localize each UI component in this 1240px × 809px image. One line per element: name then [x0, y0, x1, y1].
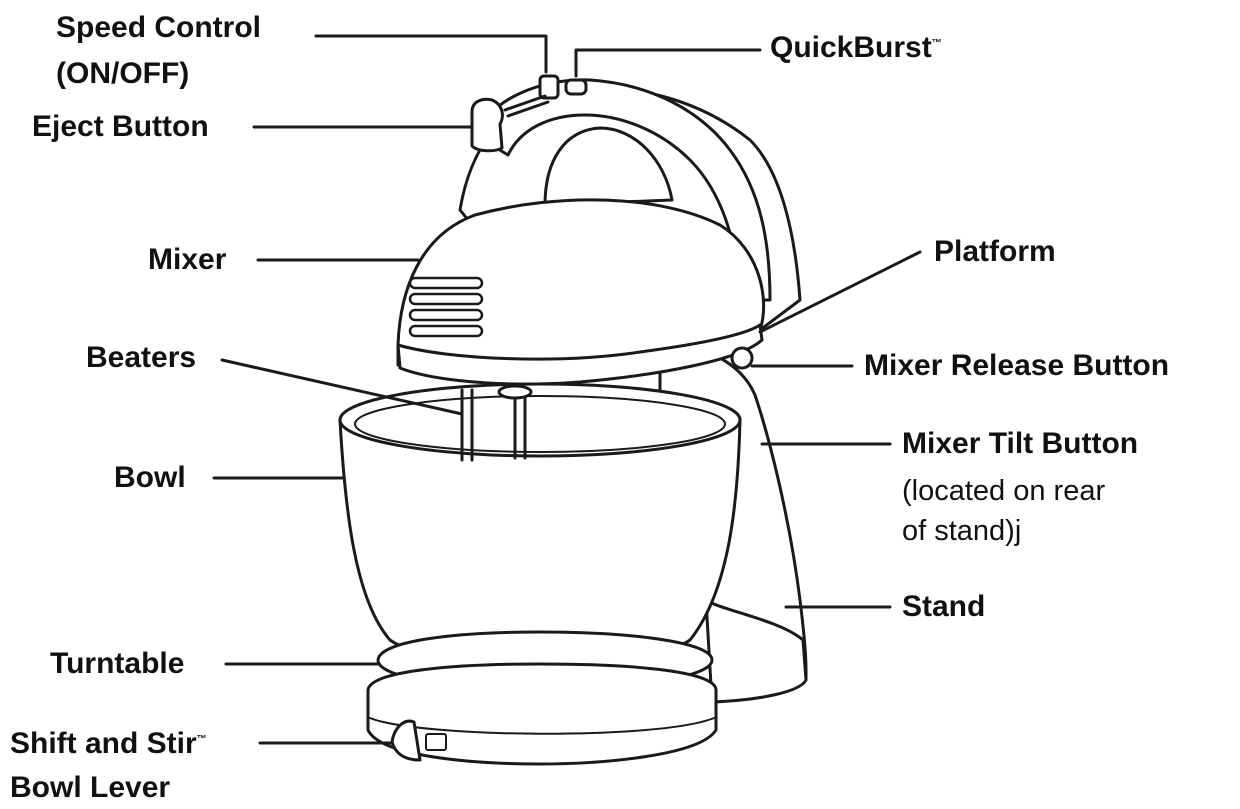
- label-shift-and-stir: Shift and Stir™: [10, 726, 207, 762]
- quickburst-button: [564, 78, 588, 96]
- label-stand: Stand: [902, 590, 986, 623]
- label-bowl-lever: Bowl Lever: [10, 771, 171, 804]
- leader-beaters: [220, 358, 464, 416]
- label-speed-control-sub: (ON/OFF): [56, 57, 190, 90]
- label-quickburst-text: QuickBurst: [770, 31, 932, 64]
- label-mixer-tilt-note-1: (located on rear: [902, 475, 1106, 507]
- label-shift-and-stir-text: Shift and Stir: [10, 727, 197, 760]
- label-shift-and-stir-tm: ™: [196, 734, 207, 745]
- bowl-rim-inner: [354, 395, 726, 453]
- mixer-handle-arch: [473, 78, 772, 302]
- mixer-vent-slots: [408, 276, 484, 338]
- beater-hub: [497, 384, 533, 400]
- handle-opening: [543, 126, 674, 207]
- stand-base: [704, 598, 808, 704]
- leader-platform: [758, 250, 922, 334]
- label-beaters: Beaters: [86, 341, 197, 374]
- turntable-base: [366, 662, 718, 766]
- leader-speed-control: [314, 34, 548, 74]
- eject-button-shape: [470, 97, 504, 153]
- leader-lines: [212, 34, 922, 745]
- label-quickburst: QuickBurst™: [770, 30, 942, 66]
- label-turntable: Turntable: [50, 647, 185, 680]
- mixer-release-button-shape: [730, 346, 754, 370]
- speed-control-slider: [538, 74, 560, 100]
- label-platform: Platform: [934, 235, 1056, 268]
- lever-slot: [425, 733, 447, 751]
- bowl-rim: [338, 382, 742, 458]
- label-bowl: Bowl: [114, 461, 186, 494]
- label-eject-button: Eject Button: [32, 110, 209, 143]
- speed-slot: [503, 94, 550, 118]
- leader-quickburst: [574, 48, 762, 78]
- label-mixer-tilt-button: Mixer Tilt Button: [902, 427, 1139, 460]
- shift-stir-lever: [390, 719, 422, 762]
- label-mixer-release-button: Mixer Release Button: [864, 349, 1170, 382]
- label-mixer-tilt-note-2: of stand)j: [902, 515, 1022, 547]
- label-quickburst-tm: ™: [931, 38, 942, 49]
- beater-stem: [460, 388, 527, 462]
- label-mixer: Mixer: [148, 243, 227, 276]
- label-speed-control: Speed Control: [56, 11, 262, 44]
